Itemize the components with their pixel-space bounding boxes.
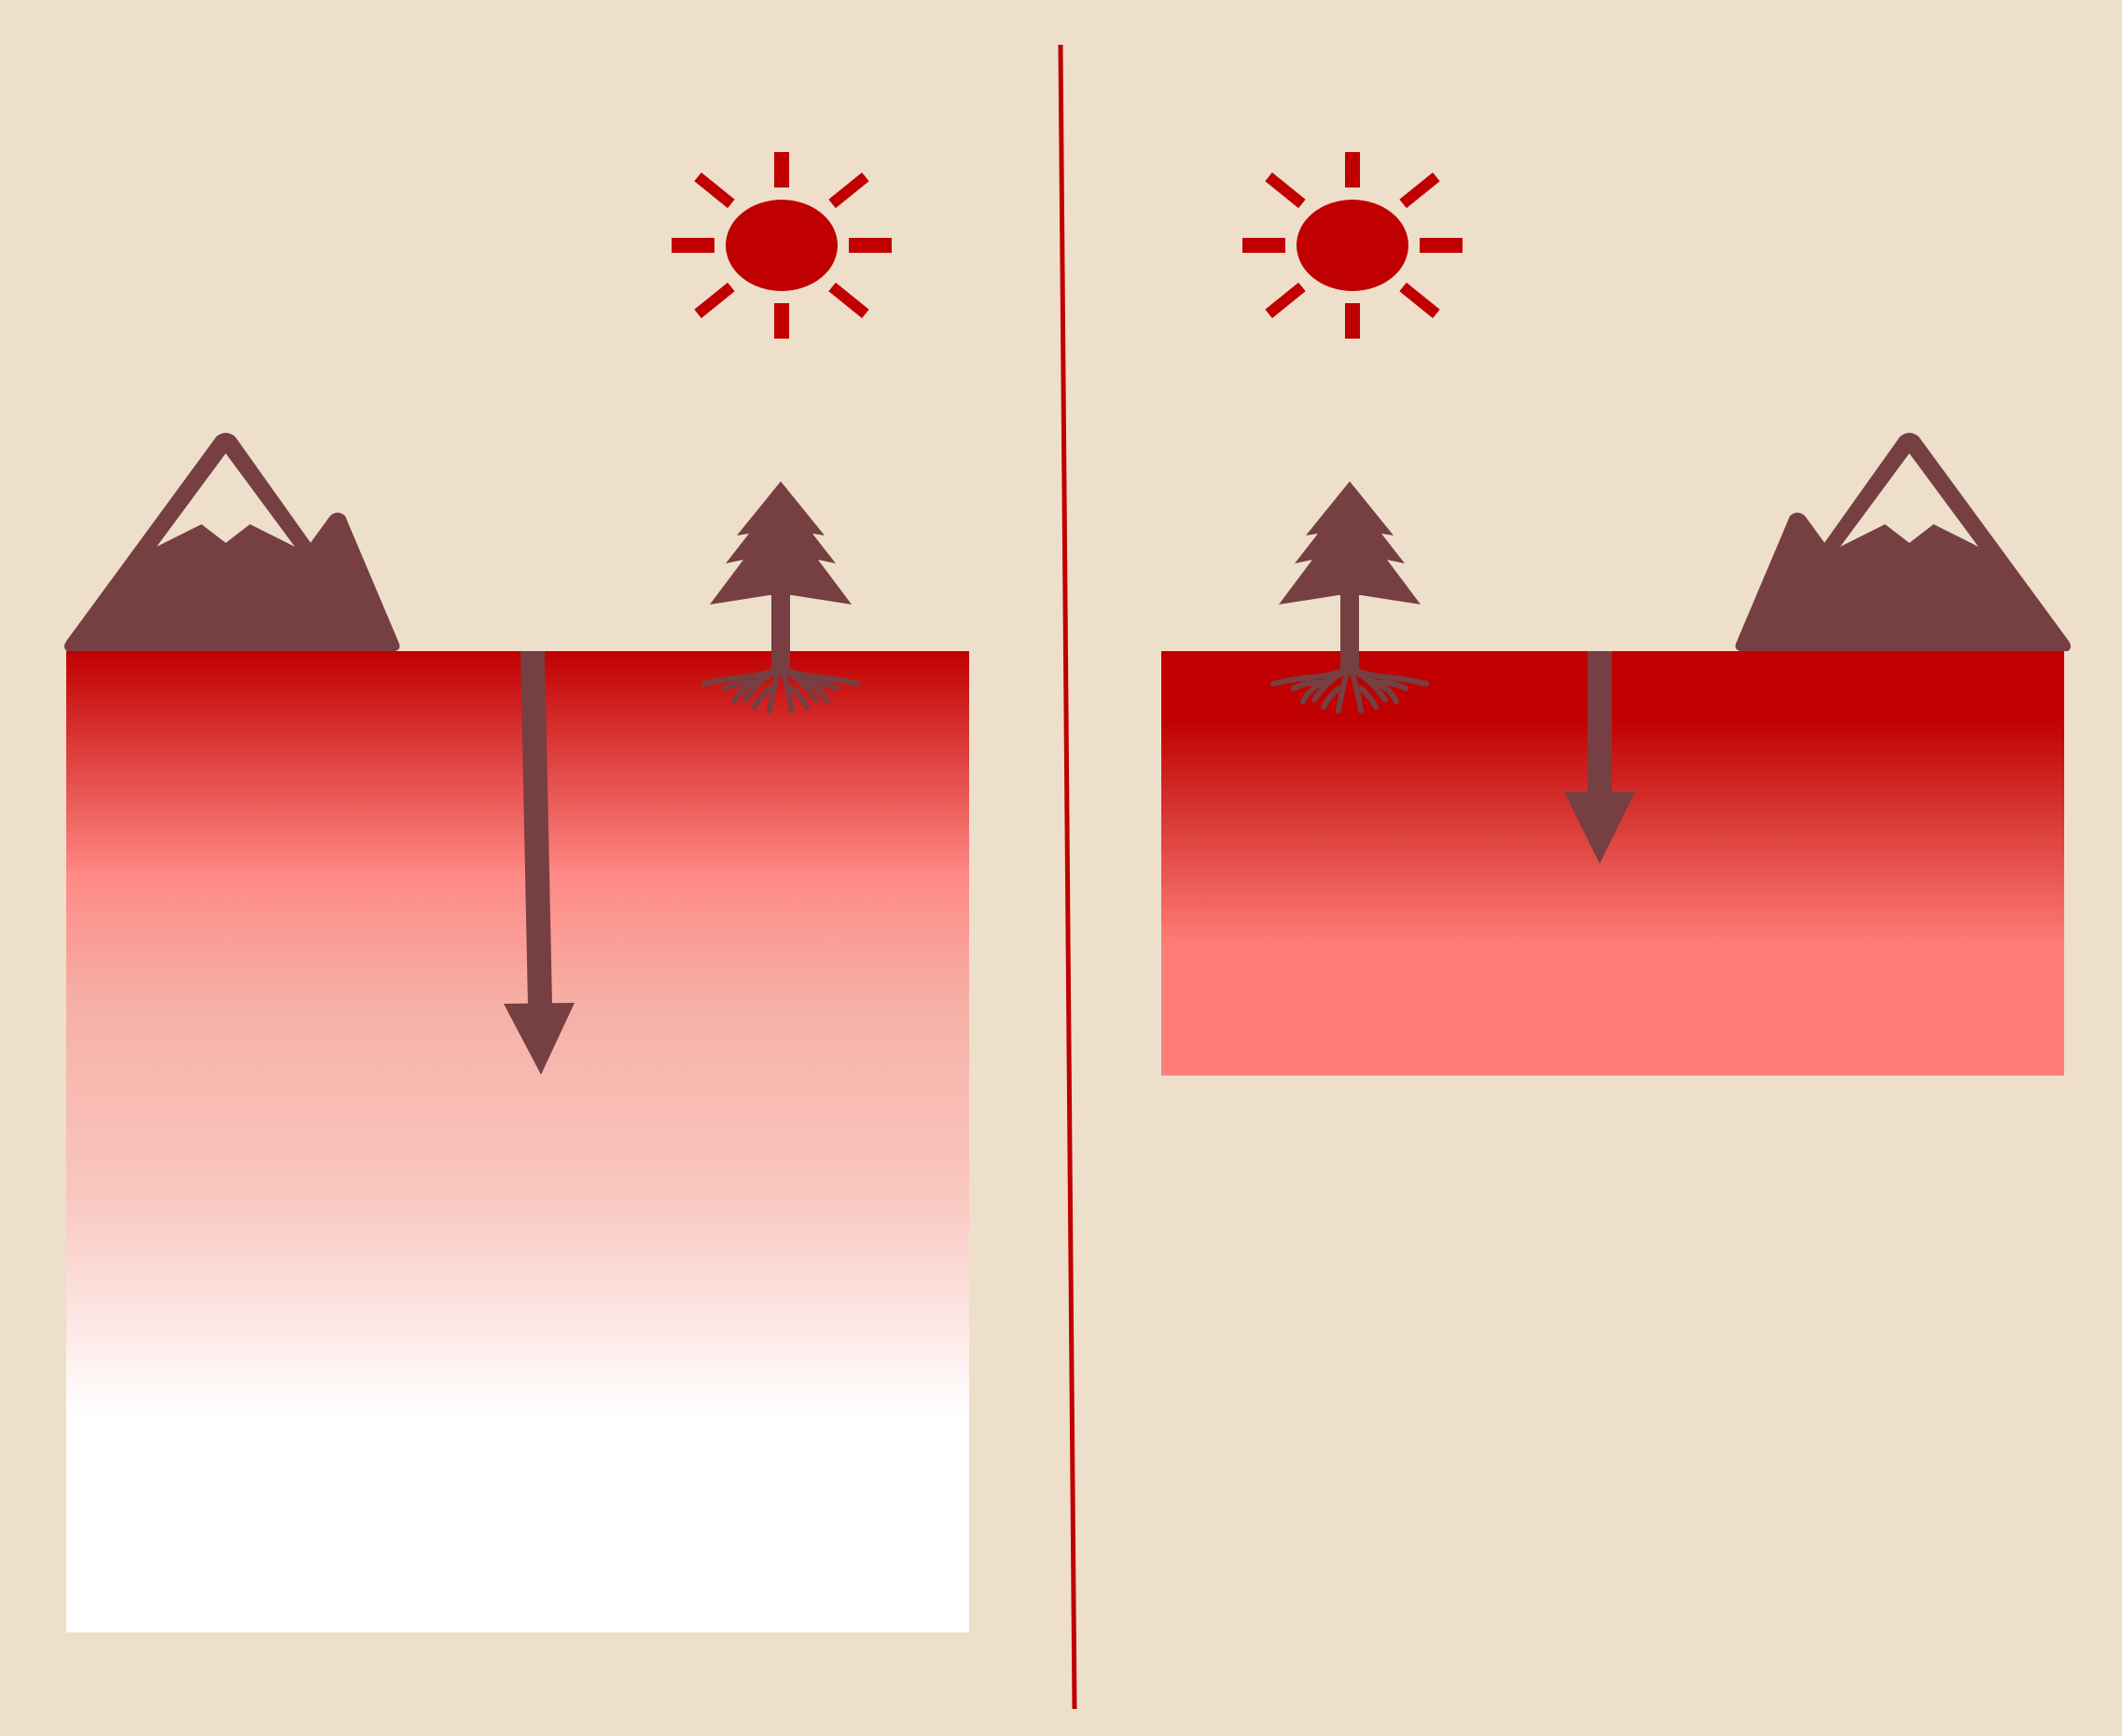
- penetration-arrow: [1564, 651, 1635, 864]
- right-panel: [1161, 152, 2071, 1076]
- penetration-arrow: [504, 651, 575, 1075]
- panel-divider: [1058, 44, 1077, 1710]
- mountain-icon: [1735, 433, 2071, 651]
- mountain-icon: [64, 433, 400, 651]
- sun-icon: [1242, 152, 1463, 339]
- sun-icon: [672, 152, 892, 339]
- left-panel: [64, 152, 969, 1632]
- right-ground-layer: [1161, 651, 2064, 1076]
- left-ground-layer: [66, 651, 969, 1632]
